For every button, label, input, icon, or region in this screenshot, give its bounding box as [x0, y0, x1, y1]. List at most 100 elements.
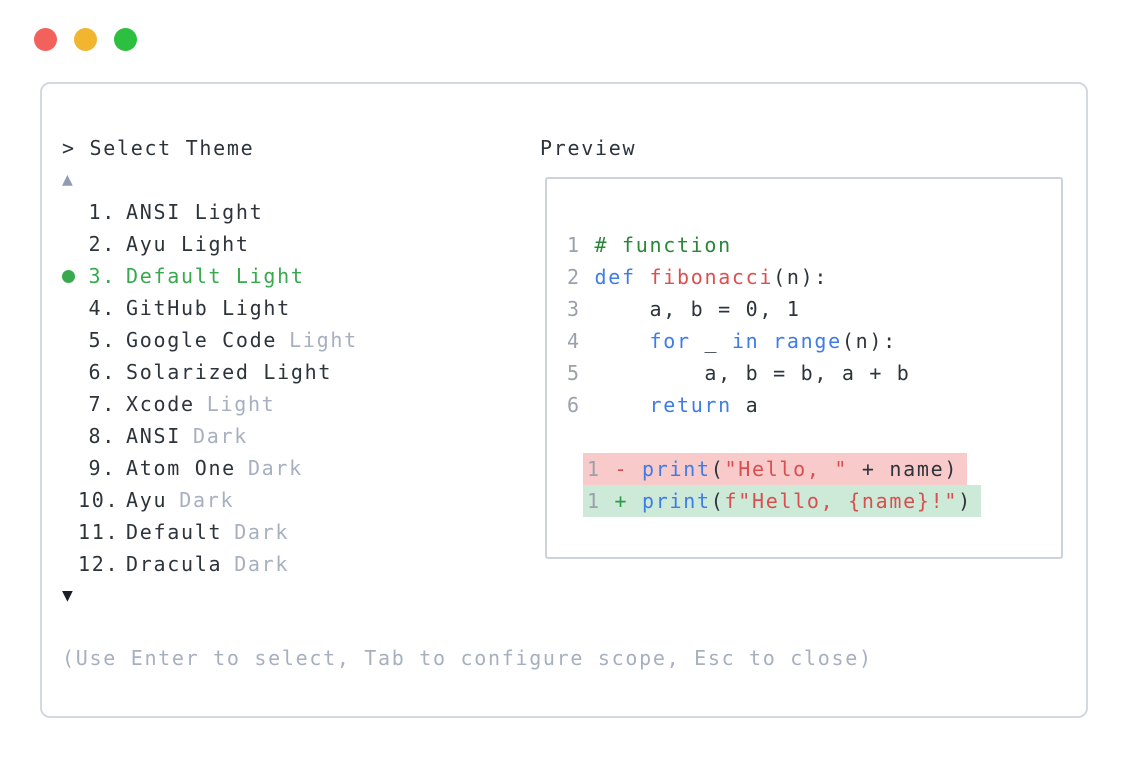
minimize-button[interactable]	[74, 28, 97, 51]
theme-list-item[interactable]: 8. ANSI Dark	[62, 420, 532, 452]
theme-item-name: Atom One	[126, 456, 236, 480]
theme-item-suffix: Dark	[247, 456, 303, 480]
code-token: _	[690, 329, 732, 353]
code-token: print	[642, 457, 711, 481]
code-token	[636, 265, 650, 289]
theme-list-item[interactable]: 6. Solarized Light	[62, 356, 532, 388]
line-number: 3	[567, 297, 581, 321]
zoom-button[interactable]	[114, 28, 137, 51]
code-token: return	[649, 393, 732, 417]
code-token: f"Hello, {name}!"	[724, 489, 959, 513]
traffic-lights	[34, 28, 137, 51]
line-number: 5	[567, 361, 581, 385]
theme-item-number: 4.	[88, 296, 116, 320]
code-line: 5 a, b = b, a + b	[567, 357, 1061, 389]
code-token: a, b = b, a + b	[594, 361, 911, 385]
diff-line-removed: 1 - print("Hello, " + name)	[583, 453, 1061, 485]
theme-item-suffix: Light	[206, 392, 276, 416]
diff-lines: 1 - print("Hello, " + name)1 + print(f"H…	[567, 453, 1061, 517]
theme-item-name: ANSI	[126, 424, 181, 448]
line-number: 1	[587, 457, 601, 481]
diff-highlight-removed: 1 - print("Hello, " + name)	[583, 453, 968, 485]
theme-item-suffix: Dark	[192, 424, 248, 448]
theme-list-item[interactable]: 4. GitHub Light	[62, 292, 532, 324]
theme-list-item[interactable]: 11.Default Dark	[62, 516, 532, 548]
code-token: (	[710, 489, 725, 513]
theme-item-number: 6.	[88, 360, 116, 384]
line-number: 4	[567, 329, 581, 353]
code-token: print	[642, 489, 711, 513]
code-line: 1 # function	[567, 229, 1061, 261]
theme-item-number: 10.	[78, 488, 120, 512]
theme-item-number: 9.	[88, 456, 116, 480]
theme-item-number: 7.	[88, 392, 116, 416]
theme-item-suffix: Light	[289, 328, 358, 352]
code-token: a, b = 0, 1	[594, 297, 801, 321]
theme-list-item[interactable]: 7. Xcode Light	[62, 388, 532, 420]
theme-item-number: 5.	[88, 328, 116, 352]
theme-item-name: GitHub Light	[126, 296, 291, 320]
theme-item-name: Solarized Light	[126, 360, 333, 384]
code-token: )	[958, 489, 972, 513]
code-token: range	[773, 329, 842, 353]
theme-item-suffix: Dark	[179, 488, 235, 512]
dot-icon	[62, 269, 75, 283]
code-token: for	[649, 329, 691, 353]
theme-item-suffix: Dark	[234, 520, 290, 544]
theme-item-number: 11.	[78, 520, 120, 544]
code-token: fibonacci	[649, 265, 774, 289]
help-text: (Use Enter to select, Tab to configure s…	[62, 646, 873, 670]
code-token: + name)	[848, 457, 959, 481]
theme-item-name: Dracula	[126, 552, 223, 576]
code-token: (n):	[841, 329, 897, 353]
minus-sign: -	[614, 457, 629, 481]
close-button[interactable]	[34, 28, 57, 51]
theme-list-item[interactable]: 1. ANSI Light	[62, 196, 532, 228]
select-theme-prompt: > Select Theme	[62, 136, 255, 160]
code-token: a	[731, 393, 760, 417]
theme-item-number: 8.	[88, 424, 116, 448]
code-line: 3 a, b = 0, 1	[567, 293, 1061, 325]
theme-list-item[interactable]: 3.Default Light	[62, 260, 532, 292]
theme-list-column: > Select Theme ▲ 1. ANSI Light 2.Ayu Light…	[62, 132, 532, 612]
theme-item-number: 12.	[78, 552, 120, 576]
code-token: # function	[594, 233, 732, 257]
preview-label: Preview	[540, 136, 637, 160]
code-token	[595, 393, 650, 417]
code-line: 2 def fibonacci(n):	[567, 261, 1061, 293]
line-number: 6	[567, 393, 581, 417]
selected-item-dot	[62, 269, 78, 283]
theme-item-number: 3.	[88, 264, 116, 288]
code-line: 4 for _ in range(n):	[567, 325, 1061, 357]
code-token	[759, 329, 773, 353]
theme-item-name: Google Code	[126, 328, 278, 352]
theme-selector-panel: > Select Theme ▲ 1. ANSI Light 2.Ayu Light…	[40, 82, 1088, 718]
line-number: 2	[567, 265, 581, 289]
code-token: "Hello, "	[724, 457, 849, 481]
scroll-up-icon[interactable]: ▲	[62, 169, 75, 190]
code-token: def	[594, 265, 636, 289]
line-number: 1	[587, 489, 601, 513]
theme-list-item[interactable]: 2.Ayu Light	[62, 228, 532, 260]
code-token: (n):	[773, 265, 829, 289]
theme-item-number: 1.	[88, 200, 116, 224]
plus-sign: +	[614, 489, 629, 513]
scroll-down-icon[interactable]: ▼	[62, 585, 75, 606]
theme-list-item[interactable]: 5. Google Code Light	[62, 324, 532, 356]
diff-highlight-added: 1 + print(f"Hello, {name}!")	[583, 485, 981, 517]
theme-item-name: Xcode	[126, 392, 195, 416]
theme-list-item[interactable]: 9. Atom One Dark	[62, 452, 532, 484]
theme-item-name: Default	[126, 520, 223, 544]
theme-item-name: ANSI Light	[126, 200, 264, 224]
theme-item-name: Ayu Light	[126, 232, 250, 256]
line-number: 1	[567, 233, 581, 257]
diff-line-added: 1 + print(f"Hello, {name}!")	[583, 485, 1061, 517]
code-token: (	[710, 457, 725, 481]
code-token	[595, 329, 650, 353]
